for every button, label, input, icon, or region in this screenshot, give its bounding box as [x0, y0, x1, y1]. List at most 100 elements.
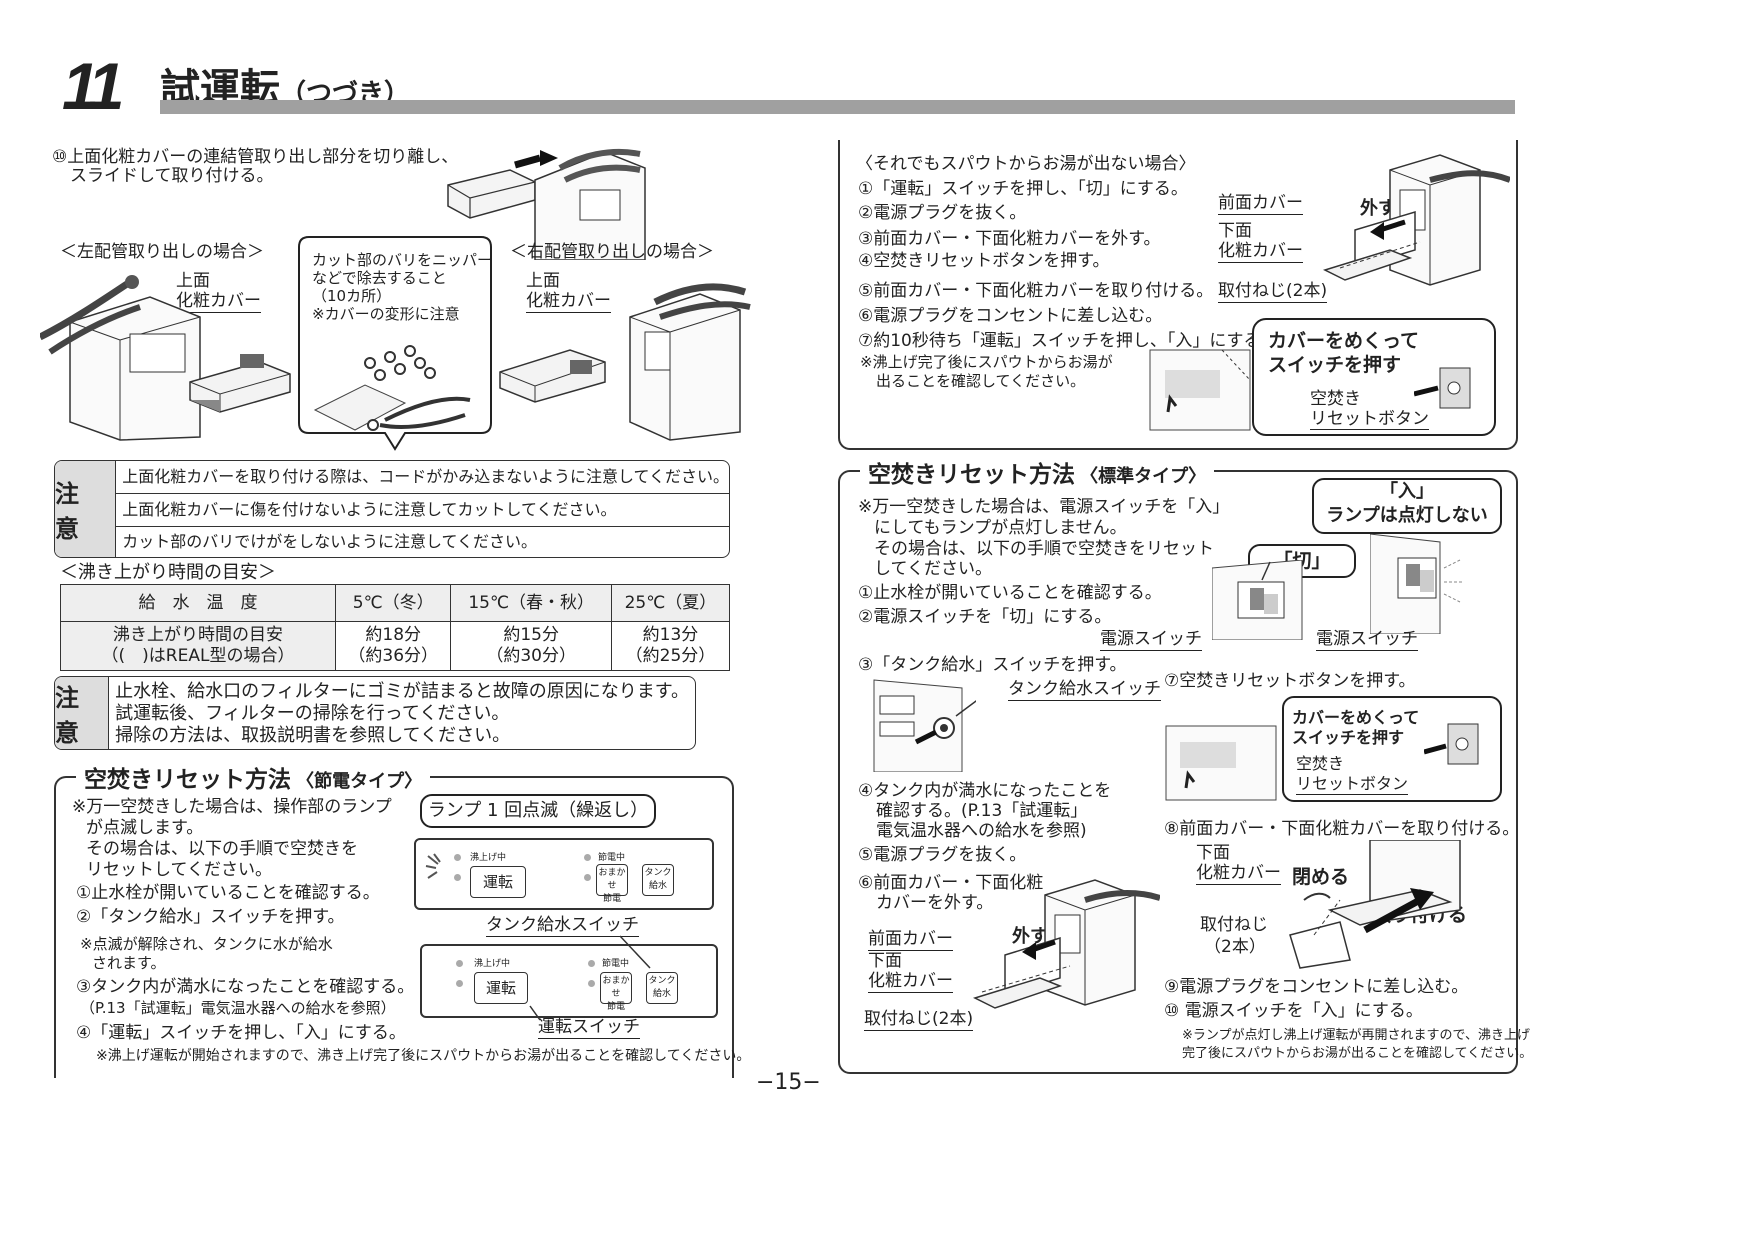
tank-switch-illustration: [873, 679, 976, 772]
caution-1-line-3: カット部のバリでけがをしないように注意してください。: [122, 532, 537, 551]
power-switch-off-illustration: [1212, 560, 1303, 640]
no-water-line-3: ③前面カバー・下面化粧カバーを外す。: [858, 229, 1161, 249]
no-water-line-1: ①「運転」スイッチを押し、「切」にする。: [858, 179, 1188, 199]
std-close-label: 閉める: [1292, 866, 1350, 888]
std-step-10: ⑩ 電源スイッチを「入」にする。: [1164, 1001, 1423, 1021]
boiling-led: [454, 854, 461, 861]
saving-led: [584, 854, 591, 861]
boil-value-25c: 約13分（約25分）: [610, 621, 731, 671]
tank-label-1: タンク: [648, 976, 676, 986]
omakase-button[interactable]: おまかせ 節電: [596, 864, 628, 904]
nw-reset-2: リセットボタン: [1310, 404, 1429, 430]
std-bottom-cover2-2: 化粧カバー: [1196, 863, 1281, 885]
panel-leader-lines: [529, 935, 651, 1021]
omakase-label-1: おまかせ: [598, 868, 626, 891]
nw-cover-callout: カバーをめくって スイッチを押す 空焚き リセットボタン: [1252, 318, 1496, 436]
no-water-line-2: ②電源プラグを抜く。: [858, 203, 1027, 223]
right-heater-illustration: [499, 283, 751, 441]
caution-2-line-2: 試運転後、フィルターの掃除を行ってください。: [115, 703, 510, 724]
on-callout-line-2: ランプは点灯しない: [1326, 505, 1488, 526]
std-inside-illustration: [1165, 725, 1277, 801]
saving-line-2: が点滅します。: [86, 818, 204, 838]
right-pipe-label: ＜右配管取り出しの場合＞: [510, 242, 714, 262]
saving-line-6: ②「タンク給水」スイッチを押す。: [76, 907, 345, 927]
run-button[interactable]: 運転: [474, 972, 528, 1004]
caution-2-line-1: 止水栓、給水口のフィルターにゴミが詰まると故障の原因になります。: [115, 681, 689, 702]
std-screws-label: 取付ねじ(2本): [864, 1009, 974, 1031]
std-line-1: ※万一空焚きした場合は、電源スイッチを「入」: [858, 497, 1230, 517]
no-water-line-9: 出ることを確認してください。: [876, 372, 1086, 390]
std-step-8: ⑧前面カバー・下面化粧カバーを取り付ける。: [1164, 819, 1520, 839]
saving-line-7: ※点滅が解除され、タンクに水が給水: [80, 935, 333, 953]
blink-rays-icon: [425, 853, 441, 879]
boil-5c-real: （約36分）: [348, 646, 439, 666]
cut-note-2: などで除去すること: [312, 269, 447, 287]
caution-box-2: 注 意 止水栓、給水口のフィルターにゴミが詰まると故障の原因になります。 試運転…: [54, 676, 696, 750]
reset-saving-title: 空焚きリセット方法: [84, 767, 291, 793]
saving-line-9: ③タンク内が満水になったことを確認する。: [76, 977, 415, 997]
run-button[interactable]: 運転: [470, 866, 526, 898]
no-water-line-4: ④空焚きリセットボタンを押す。: [858, 251, 1110, 271]
std-screws2-2: （2本）: [1204, 937, 1266, 957]
tank-label-2: 給水: [648, 881, 667, 891]
saving-line-5: ①止水栓が開いていることを確認する。: [76, 883, 380, 903]
boiling-led: [456, 960, 463, 967]
caution-1-line-2: 上面化粧カバーに傷を付けないように注意してカットしてください。: [116, 494, 729, 527]
omakase-button[interactable]: おまかせ 節電: [600, 972, 632, 1012]
no-water-title: 〈それでもスパウトからお湯が出ない場合〉: [856, 154, 1196, 174]
power-switch-label-2: 電源スイッチ: [1316, 629, 1418, 651]
run-led: [454, 874, 461, 881]
boil-header-5c: 5℃（冬）: [334, 584, 452, 622]
std-note-2: 完了後にスパウトからお湯が出ることを確認してください。: [1182, 1046, 1533, 1061]
right-cover-label-1: 上面: [526, 271, 560, 291]
caution-1-line-1: 上面化粧カバーを取り付ける際は、コードがかみ込まないように注意してください。: [116, 461, 729, 494]
nw-callout-line-1: カバーをめくって: [1268, 330, 1420, 352]
cut-note-3: （10カ所）: [312, 287, 392, 305]
cut-note-4: ※カバーの変形に注意: [312, 305, 460, 323]
std-note-1: ※ランプが点灯し沸上げ運転が再開されますので、沸き上げ: [1182, 1028, 1530, 1043]
left-cover-label-1: 上面: [176, 271, 210, 291]
right-cover-label-2: 化粧カバー: [526, 291, 611, 313]
std-step-3: ③「タンク給水」スイッチを押す。: [858, 655, 1127, 675]
saving-line-3: その場合は、以下の手順で空焚きを: [86, 839, 358, 859]
omakase-label-2: 節電: [602, 894, 621, 904]
tank-button[interactable]: タンク 給水: [646, 972, 678, 1004]
std-reset-2: リセットボタン: [1296, 770, 1409, 795]
std-reset-1: 空焚き: [1296, 754, 1345, 773]
boil-time-table: 給 水 温 度 5℃（冬） 15℃（春・秋） 25℃（夏） 沸き上がり時間の目安…: [60, 584, 731, 671]
std-front-cover-label: 前面カバー: [868, 929, 953, 951]
nw-screws-label: 取付ねじ(2本): [1218, 281, 1328, 303]
saving-line-12: ※沸上げ運転が開始されますので、沸き上げ完了後にスパウトからお湯が出ることを確認…: [96, 1048, 751, 1064]
std-line-2: にしてもランプが点灯しません。: [874, 518, 1127, 538]
std-step-5: ⑤電源プラグを抜く。: [858, 845, 1027, 865]
boil-value-15c: 約15分（約30分）: [450, 621, 612, 671]
tank-label-1: タンク: [644, 868, 672, 878]
std-step-6-1: ⑥前面カバー・下面化粧: [858, 873, 1044, 893]
std-step-4-1: ④タンク内が満水になったことを: [858, 781, 1112, 801]
tank-button[interactable]: タンク 給水: [642, 864, 674, 896]
std-callout-line-2: スイッチを押す: [1292, 728, 1405, 747]
left-cover-label-2: 化粧カバー: [176, 291, 261, 313]
saving-led: [588, 960, 595, 967]
header-bar: [160, 100, 1515, 114]
saving-line-11: ④「運転」スイッチを押し、「入」にする。: [76, 1023, 406, 1043]
nw-reset-1: 空焚き: [1310, 389, 1361, 409]
saving-label: 節電中: [598, 853, 626, 863]
run-switch-label: 運転スイッチ: [538, 1017, 640, 1039]
omakase-label-1: おまかせ: [602, 976, 630, 999]
power-switch-label-1: 電源スイッチ: [1100, 629, 1202, 651]
cut-detail-callout: [298, 236, 492, 451]
no-water-line-5: ⑤前面カバー・下面化粧カバーを取り付ける。: [858, 281, 1214, 301]
reset-saving-heading: 空焚きリセット方法 〈節電タイプ〉: [76, 760, 431, 794]
std-line-3: その場合は、以下の手順で空焚きをリセット: [874, 539, 1214, 559]
std-line-6: ②電源スイッチを「切」にする。: [858, 607, 1112, 627]
std-line-5: ①止水栓が開いていることを確認する。: [858, 583, 1162, 603]
nw-reset-switch-icon: [1414, 367, 1471, 409]
reset-saving-subtitle: 〈節電タイプ〉: [296, 771, 423, 792]
std-screws2-1: 取付ねじ: [1200, 915, 1268, 935]
on-callout-line-1: 「入」: [1380, 481, 1434, 502]
std-reset-switch-icon: [1424, 723, 1479, 765]
tank-label-2: 給水: [652, 989, 671, 999]
step-10-line-1: ⑩上面化粧カバーの連結管取り出し部分を切り離し、: [52, 147, 459, 167]
caution-label: 注 意: [55, 677, 110, 749]
